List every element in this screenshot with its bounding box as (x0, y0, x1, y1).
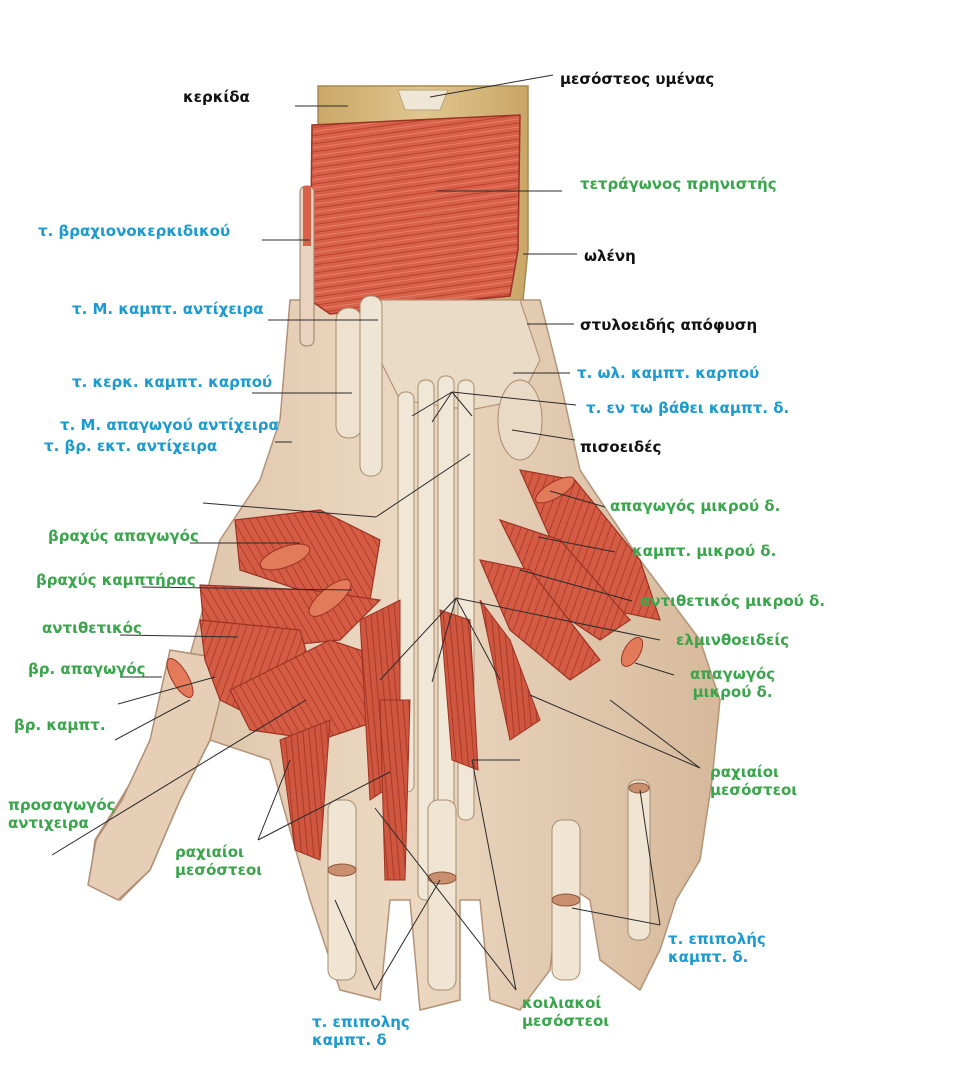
label-pronator-quadratus: τετράγωνος πρηνιστής (580, 175, 777, 193)
label-line: μεσόστεοι (710, 781, 798, 799)
label-line: καμπτ. δ. (668, 948, 749, 966)
label-dorsal-interossei-right: ραχιαίοι μεσόστεοι (710, 763, 797, 799)
label-line: ραχιαίοι (175, 843, 244, 861)
label-abductor-digiti-minimi: απαγωγός μικρού δ. (610, 497, 781, 515)
label-ulna: ωλένη (584, 247, 636, 265)
pronator-quadratus-muscle (309, 114, 521, 315)
label-opponens-pollicis: αντιθετικός (42, 619, 142, 637)
label-epb-tendon: τ. βρ. εκτ. αντίχειρα (44, 437, 218, 455)
label-abd-digiti-minimi-2line: απαγωγός μικρού δ. (690, 665, 775, 701)
label-fpl-tendon: τ. Μ. καμπτ. αντίχειρα (72, 300, 264, 318)
label-adductor-pollicis: προσαγωγός αντιχειρα (8, 796, 116, 832)
label-radius: κερκίδα (183, 88, 250, 106)
lumbrical-2 (439, 609, 479, 771)
label-flexor-pollicis-brevis: βραχύς καμπτήρας (36, 571, 196, 589)
label-fcr-tendon: τ. κερκ. καμπτ. καρπού (72, 373, 273, 391)
fcr-tendon-shape (359, 295, 383, 477)
label-line: μικρού δ. (692, 683, 773, 701)
fds-tendon-little (627, 779, 651, 941)
label-interosseous-membrane: μεσόστεος υμένας (560, 70, 715, 88)
label-opponens-digiti-minimi: αντιθετικός μικρού δ. (640, 592, 826, 610)
label-line: τ. επιπολής (668, 930, 766, 948)
fpl-tendon-shape (335, 307, 363, 439)
interosseous-membrane (397, 89, 449, 111)
label-flex-pollicis-brevis-short: βρ. καμπτ. (14, 716, 106, 734)
label-fdp-tendons: τ. εν τω βάθει καμπτ. δ. (586, 399, 790, 417)
label-palmar-interossei: κοιλιακοί μεσόστεοι (522, 994, 609, 1030)
label-line: τ. επιπολης (312, 1013, 410, 1031)
interosseous-mid (379, 699, 411, 881)
opponens-digiti-minimi-muscle (478, 559, 601, 681)
label-abd-pollicis-brevis-short: βρ. απαγωγός (28, 660, 146, 678)
label-line: ραχιαίοι (710, 763, 779, 781)
label-fcu-tendon: τ. ωλ. καμπτ. καρπού (577, 364, 760, 382)
lumbrical-3 (479, 599, 541, 741)
label-line: απαγωγός (690, 665, 776, 683)
pisiform-shape (497, 379, 543, 461)
thumb (87, 649, 231, 901)
label-styloid-process: στυλοειδής απόφυση (580, 316, 758, 334)
label-fds-tendons-bottom: τ. επιπολης καμπτ. δ (312, 1013, 410, 1049)
label-abductor-pollicis-brevis: βραχύς απαγωγός (48, 527, 199, 545)
label-lumbricals: ελμινθοειδείς (676, 631, 790, 649)
label-line: μεσόστεοι (175, 861, 263, 879)
label-fds-tendons-right: τ. επιπολής καμπτ. δ. (668, 930, 766, 966)
label-pisiform: πισοειδές (580, 438, 662, 456)
label-brachioradialis-tendon: τ. βραχιονοκερκιδικού (38, 222, 231, 240)
interosseous-left (279, 719, 331, 861)
leader-lines (51, 74, 701, 991)
fds-tendon-index (327, 799, 357, 981)
label-line: προσαγωγός (8, 796, 116, 814)
label-line: μεσόστεοι (522, 1012, 610, 1030)
fdp-tendon-2 (417, 379, 435, 901)
label-line: καμπτ. δ (312, 1031, 387, 1049)
label-dorsal-interossei-left: ραχιαίοι μεσόστεοι (175, 843, 262, 879)
label-flexor-digiti-minimi: καμπτ. μικρού δ. (632, 542, 777, 560)
label-line: αντιχειρα (8, 814, 89, 832)
label-apl-tendon: τ. Μ. απαγωγού αντίχειρα (60, 416, 279, 434)
label-line: κοιλιακοί (522, 994, 602, 1012)
